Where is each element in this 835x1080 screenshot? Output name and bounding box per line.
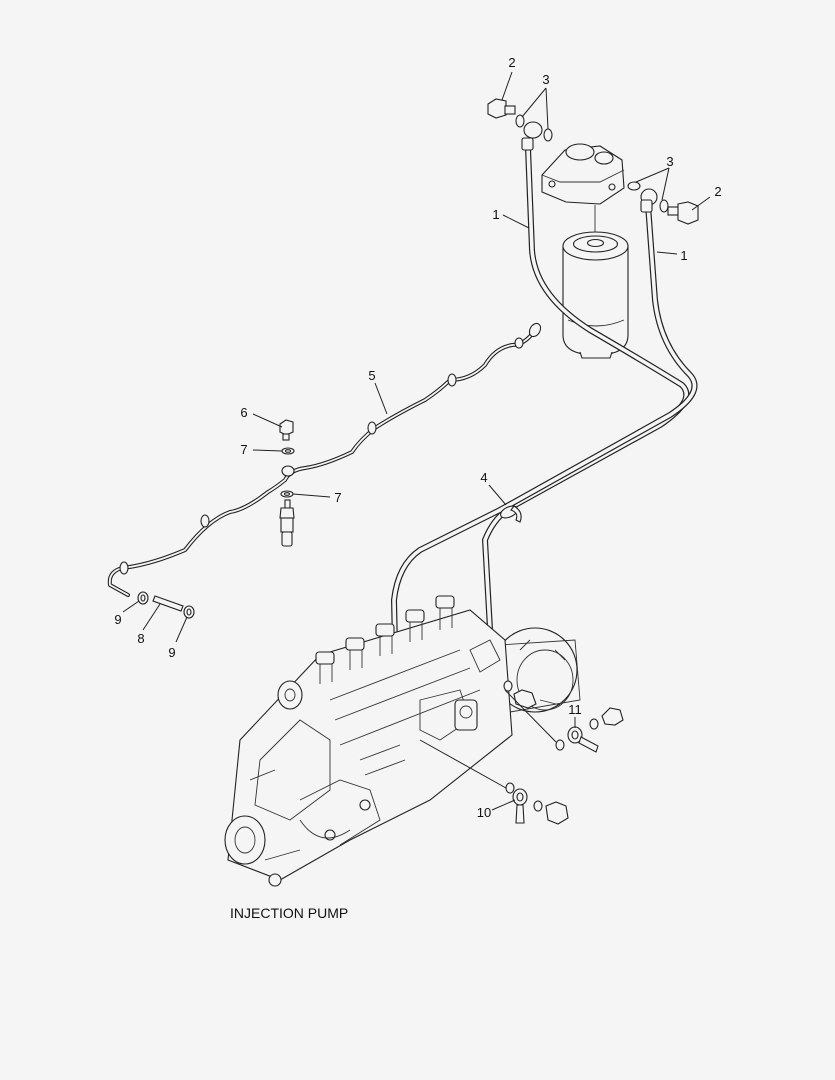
- callout-9-left: 9: [114, 612, 121, 627]
- leader-lines: [122, 71, 711, 811]
- banjo-bolt-fitting-11: [601, 707, 624, 726]
- fuel-hose-right: [391, 202, 698, 783]
- fuel-hose-left: [482, 145, 690, 668]
- overflow-valve: [279, 499, 295, 547]
- callout-5: 5: [368, 368, 375, 383]
- callout-labels: 2 3 3 2 1 1 5 6 7 7 4 9 8 9 11 10: [114, 55, 721, 820]
- callout-1-right: 1: [680, 248, 687, 263]
- callout-11: 11: [568, 702, 582, 717]
- callout-3-right: 3: [666, 154, 673, 169]
- sealing-washer-upper: [281, 447, 295, 455]
- callout-3-top: 3: [542, 72, 549, 87]
- callout-7-lower: 7: [334, 490, 341, 505]
- washer-top-right-2: [659, 199, 669, 213]
- callout-7-upper: 7: [240, 442, 247, 457]
- fuel-filter-cartridge: [562, 231, 629, 359]
- sealing-washer-lower: [280, 490, 294, 498]
- hose-clamp: [500, 505, 522, 523]
- hose-clip-left: [137, 591, 149, 605]
- washer-pump-left: [503, 680, 513, 692]
- washer-top-left-1: [515, 114, 525, 128]
- callout-1-left: 1: [492, 207, 499, 222]
- callout-8: 8: [137, 631, 144, 646]
- washer-fitting-10: [533, 800, 543, 812]
- washer-pump-lower: [505, 782, 515, 794]
- fuel-filter-head: [541, 143, 625, 232]
- washer-top-left-2: [543, 128, 553, 142]
- washer-top-right-1: [627, 181, 641, 191]
- banjo-fitting-11: [567, 726, 599, 753]
- washer-fitting-11: [589, 718, 599, 730]
- hose-clip-right: [183, 605, 195, 619]
- connector-pipe: [152, 595, 184, 612]
- banjo-bolt-top-right: [667, 201, 699, 225]
- hose-fitting-top-left: [521, 121, 543, 151]
- callout-4: 4: [480, 470, 487, 485]
- callout-9-right: 9: [168, 645, 175, 660]
- hose-fitting-top-right: [640, 188, 658, 213]
- banjo-fitting-10: [512, 788, 528, 824]
- callout-2-right: 2: [714, 184, 721, 199]
- hollow-screw: [279, 419, 294, 441]
- callout-2-top: 2: [508, 55, 515, 70]
- callout-10: 10: [477, 805, 491, 820]
- leak-off-tube: [107, 322, 542, 597]
- banjo-bolt-fitting-10: [545, 801, 569, 825]
- banjo-bolt-pump-left: [513, 689, 537, 709]
- injection-pump-assembly: [224, 595, 581, 887]
- callout-6: 6: [240, 405, 247, 420]
- washer-pump-right: [555, 739, 565, 751]
- banjo-bolt-top-left: [487, 98, 516, 119]
- diagram-caption: INJECTION PUMP: [230, 905, 348, 921]
